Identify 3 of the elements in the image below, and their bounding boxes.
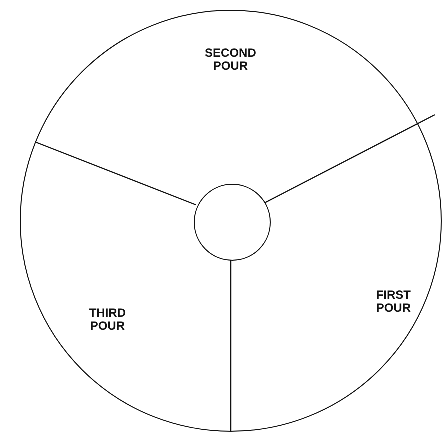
sector-label: FIRST POUR <box>366 288 422 319</box>
sector-label: THIRD POUR <box>78 306 138 337</box>
sector-label: SECOND POUR <box>196 46 266 77</box>
